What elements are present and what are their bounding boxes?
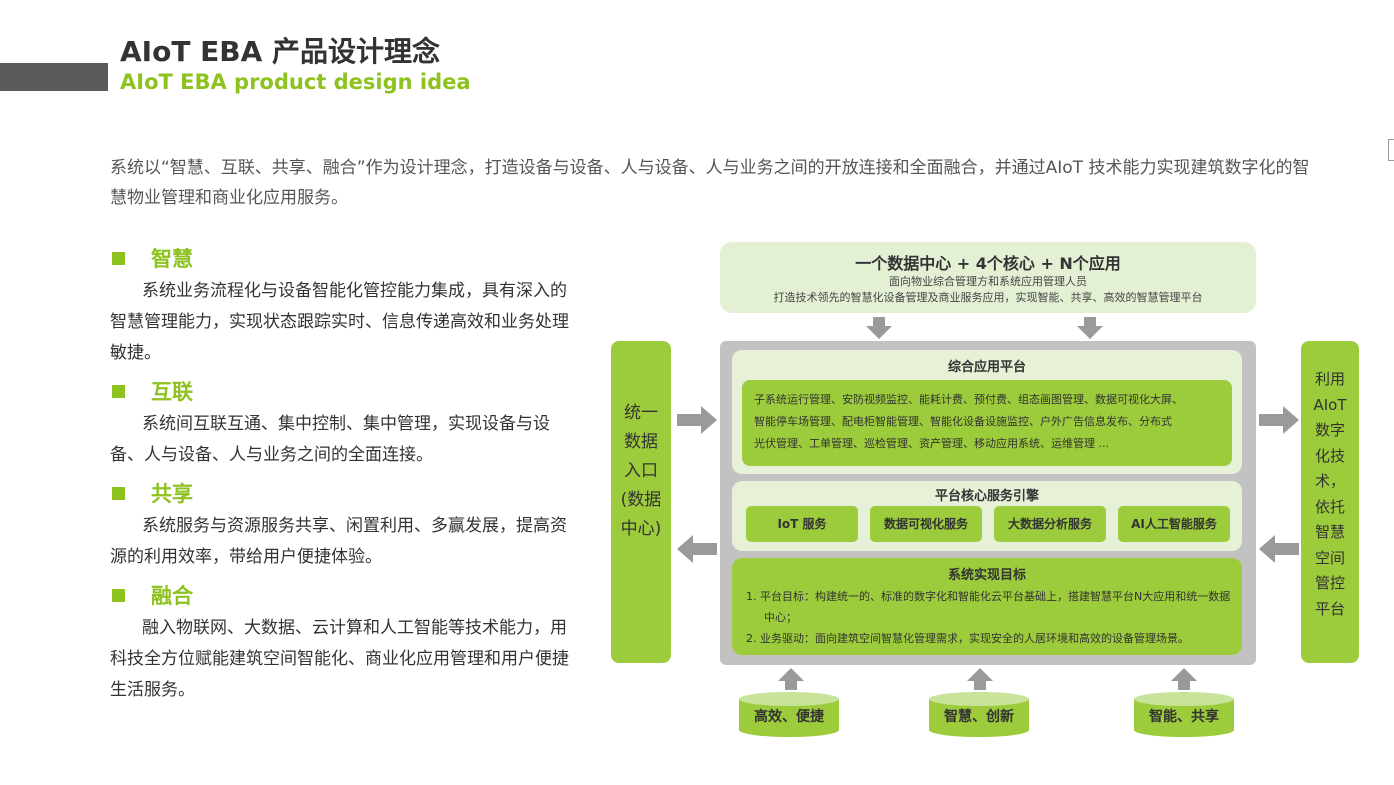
page-title: AIoT EBA 产品设计理念: [120, 35, 441, 68]
module-line: 子系统运行管理、安防视频监控、能耗计费、预付费、组态画图管理、数据可视化大屏、: [754, 393, 1183, 406]
right-arrow-icon: [1259, 406, 1299, 434]
foundation-label: 高效、便捷: [754, 709, 824, 725]
square-bullet-icon: [112, 384, 125, 398]
cylinder-icon: [739, 692, 839, 737]
service-iot: IoT 服务: [746, 506, 858, 542]
left-arrow-icon: [677, 535, 717, 563]
feature-text: 系统业务流程化与设备智能化管控能力集成，具有深入的智慧管理能力，实现状态跟踪实时…: [110, 281, 569, 363]
side-left-line: 中心): [620, 519, 662, 539]
side-right-line: 术，: [1314, 472, 1345, 490]
service-ai: AI人工智能服务: [1118, 506, 1230, 542]
summary-line-2: 打造技术领先的智慧化设备管理及商业服务应用，实现智能、共享、高效的智慧管理平台: [773, 291, 1203, 304]
unified-data-entry-column: 统一 数据 入口 (数据 中心): [611, 341, 671, 663]
left-arrow-icon: [1259, 535, 1299, 563]
side-right-line: 数字: [1314, 421, 1345, 439]
summary-line-1: 面向物业综合管理方和系统应用管理人员: [889, 275, 1087, 288]
goals-title: 系统实现目标: [947, 568, 1026, 583]
side-right-line: 管控: [1314, 574, 1345, 592]
side-right-line: 化技: [1314, 446, 1345, 465]
side-right-line: 利用: [1314, 370, 1345, 388]
side-right-line: 空间: [1314, 548, 1345, 567]
edge-marker: [1388, 139, 1394, 161]
app-platform-modules: 子系统运行管理、安防视频监控、能耗计费、预付费、组态画图管理、数据可视化大屏、 …: [742, 380, 1232, 466]
feature-item: 融合 融入物联网、大数据、云计算和人工智能等技术能力，用科技全方位赋能建筑空间智…: [110, 577, 575, 706]
feature-item: 共享 系统服务与资源服务共享、闲置利用、多赢发展，提高资源的利用效率，带给用户便…: [110, 475, 575, 573]
square-bullet-icon: [112, 486, 125, 500]
goals-panel: 系统实现目标 1. 平台目标：构建统一的、标准的数字化和智能化云平台基础上，搭建…: [732, 558, 1242, 655]
up-arrow-icon: [1171, 668, 1197, 690]
up-arrow-icon: [778, 668, 804, 690]
down-arrow-icon: [866, 317, 892, 339]
side-right-line: 平台: [1314, 599, 1345, 618]
side-left-line: 数据: [624, 432, 658, 452]
feature-text: 融入物联网、大数据、云计算和人工智能等技术能力，用科技全方位赋能建筑空间智能化、…: [110, 618, 569, 700]
side-right-line: 依托: [1314, 497, 1345, 516]
app-platform-title: 综合应用平台: [947, 360, 1026, 375]
module-line: 光伏管理、工单管理、巡检管理、资产管理、移动应用系统、运维管理 ...: [754, 437, 1109, 450]
summary-title: 一个数据中心 + 4个核心 + N个应用: [855, 254, 1121, 273]
service-data-visualization: 数据可视化服务: [870, 506, 982, 542]
core-engine-title: 平台核心服务引擎: [934, 489, 1039, 504]
platform-core-box: 综合应用平台 子系统运行管理、安防视频监控、能耗计费、预付费、组态画图管理、数据…: [720, 341, 1256, 665]
down-arrow-icon: [1077, 317, 1103, 339]
foundation-label: 智能、共享: [1149, 709, 1219, 725]
side-left-line: 入口: [624, 461, 658, 481]
cylinder-icon: [1134, 692, 1234, 737]
data-center-summary-box: 一个数据中心 + 4个核心 + N个应用 面向物业综合管理方和系统应用管理人员 …: [720, 242, 1256, 313]
foundation-cylinder: 高效、便捷: [739, 692, 839, 737]
intro-paragraph: 系统以“智慧、互联、共享、融合”作为设计理念，打造设备与设备、人与设备、人与业务…: [110, 158, 1310, 208]
side-left-line: 统一: [624, 403, 658, 423]
page-subtitle: AIoT EBA product design idea: [120, 70, 471, 94]
side-right-line: AIoT: [1313, 395, 1347, 414]
foundation-label: 智慧、创新: [944, 709, 1014, 725]
square-bullet-icon: [112, 588, 125, 602]
feature-item: 智慧 系统业务流程化与设备智能化管控能力集成，具有深入的智慧管理能力，实现状态跟…: [110, 240, 575, 369]
goal-item: 2. 业务驱动：面向建筑空间智慧化管理需求，实现安全的人居环境和高效的设备管理场…: [746, 632, 1189, 645]
feature-text: 系统间互联互通、集中控制、集中管理，实现设备与设备、人与设备、人与业务之间的全面…: [110, 414, 550, 465]
cylinder-icon: [929, 692, 1029, 737]
app-platform-panel: 综合应用平台 子系统运行管理、安防视频监控、能耗计费、预付费、组态画图管理、数据…: [732, 350, 1242, 474]
aiot-platform-column: 利用 AIoT 数字 化技 术， 依托 智慧 空间 管控 平台: [1301, 341, 1359, 663]
feature-item: 互联 系统间互联互通、集中控制、集中管理，实现设备与设备、人与设备、人与业务之间…: [110, 373, 575, 471]
feature-text: 系统服务与资源服务共享、闲置利用、多赢发展，提高资源的利用效率，带给用户便捷体验…: [110, 516, 567, 567]
side-left-line: (数据: [620, 490, 662, 510]
title-accent-bar: [0, 63, 108, 91]
goal-item: 1. 平台目标：构建统一的、标准的数字化和智能化云平台基础上，搭建智慧平台N大应…: [746, 590, 1231, 624]
feature-title: 共享: [151, 482, 193, 506]
square-bullet-icon: [112, 251, 125, 265]
right-arrow-icon: [677, 406, 717, 434]
feature-list: 智慧 系统业务流程化与设备智能化管控能力集成，具有深入的智慧管理能力，实现状态跟…: [110, 240, 575, 710]
feature-title: 智慧: [151, 247, 193, 271]
feature-title: 融合: [151, 584, 193, 608]
foundation-cylinder: 智能、共享: [1134, 692, 1234, 737]
foundation-cylinder: 智慧、创新: [929, 692, 1029, 737]
module-line: 智能停车场管理、配电柜智能管理、智能化设备设施监控、户外广告信息发布、分布式: [754, 415, 1172, 428]
side-right-line: 智慧: [1314, 523, 1345, 541]
service-big-data: 大数据分析服务: [994, 506, 1106, 542]
feature-title: 互联: [151, 380, 193, 404]
up-arrow-icon: [967, 668, 993, 690]
core-engine-panel: 平台核心服务引擎 IoT 服务 数据可视化服务 大数据分析服务 AI人工智能服务: [732, 481, 1242, 551]
